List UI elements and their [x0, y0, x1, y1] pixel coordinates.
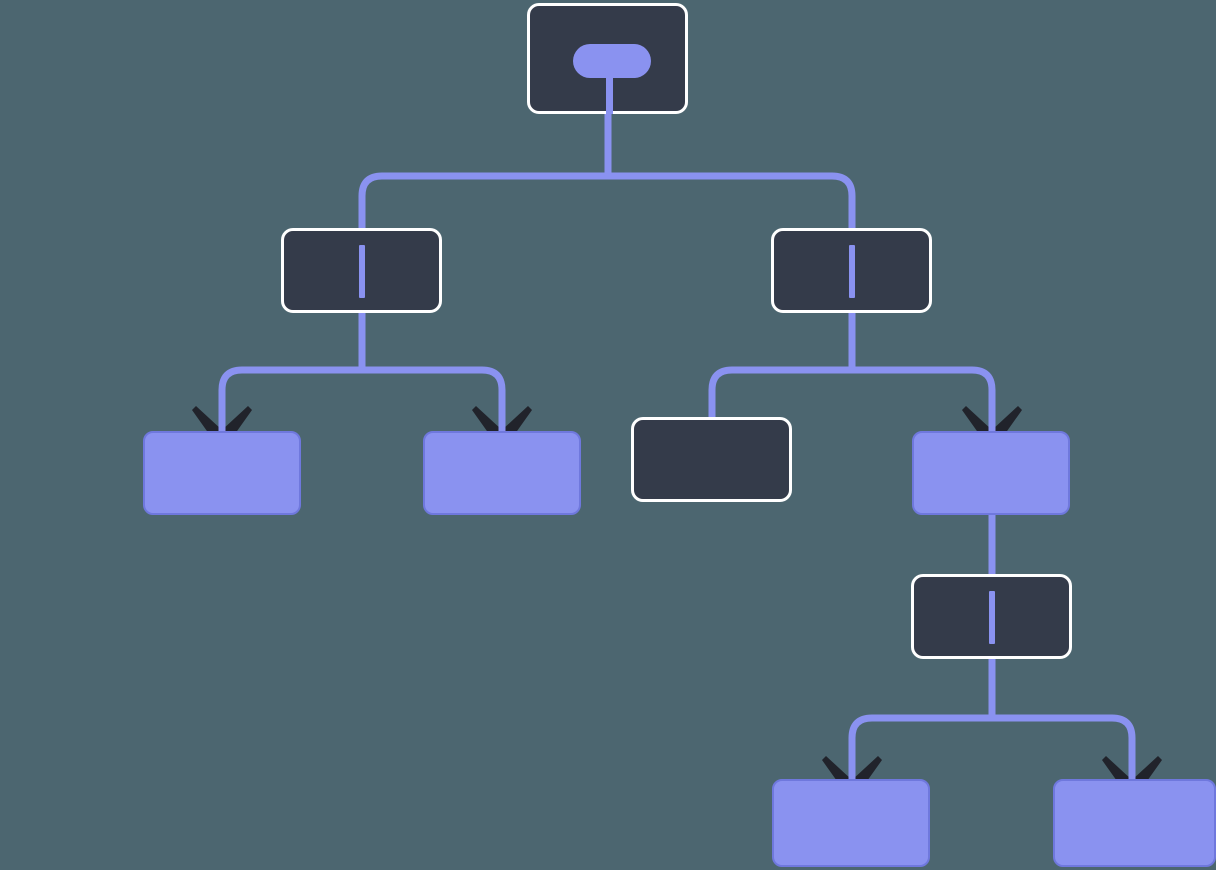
- node-n3-bar-glyph: [849, 245, 855, 298]
- node-n10[interactable]: [1053, 779, 1216, 867]
- node-n2-bar-glyph: [359, 245, 365, 298]
- node-n1-pill-stem: [606, 70, 613, 114]
- node-n9[interactable]: [772, 779, 930, 867]
- node-n1[interactable]: [527, 3, 688, 114]
- node-n6[interactable]: [631, 417, 792, 502]
- node-n5[interactable]: [423, 431, 581, 515]
- node-n4[interactable]: [143, 431, 301, 515]
- node-n8[interactable]: [911, 574, 1072, 659]
- node-n2[interactable]: [281, 228, 442, 313]
- node-n7[interactable]: [912, 431, 1070, 515]
- node-n3[interactable]: [771, 228, 932, 313]
- node-n8-bar-glyph: [989, 591, 995, 644]
